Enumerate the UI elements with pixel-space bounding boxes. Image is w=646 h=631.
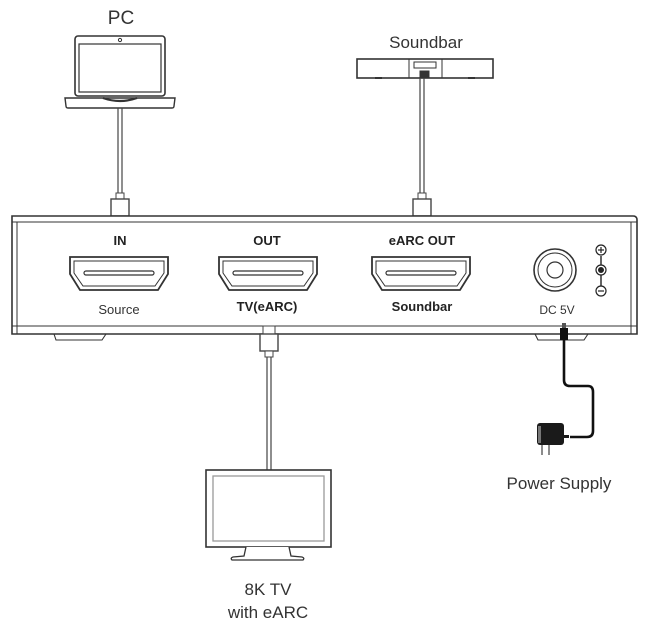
port-in-label: IN xyxy=(114,233,127,248)
soundbar-icon xyxy=(356,58,494,79)
port-out-sublabel: TV(eARC) xyxy=(237,299,298,314)
tv-icon xyxy=(205,469,332,561)
hdmi-port-earc-out[interactable] xyxy=(371,256,471,291)
tv-label-line1: 8K TV xyxy=(245,580,293,599)
power-adapter-icon xyxy=(537,423,569,455)
pc-label: PC xyxy=(108,8,134,29)
pc-hdmi-cable xyxy=(110,108,130,225)
power-supply-label: Power Supply xyxy=(507,474,612,493)
soundbar-hdmi-cable xyxy=(412,78,432,225)
port-earc-out-label: eARC OUT xyxy=(389,233,456,248)
dc-5v-label: DC 5V xyxy=(539,303,574,317)
extractor-unit xyxy=(11,215,638,341)
dc-power-jack[interactable] xyxy=(533,248,577,292)
port-in-sublabel: Source xyxy=(98,302,139,317)
polarity-icon xyxy=(595,244,607,297)
hdmi-port-in[interactable] xyxy=(69,256,169,291)
tv-label-line2: with eARC xyxy=(227,603,308,622)
tv-hdmi-cable xyxy=(259,325,279,470)
port-earc-sublabel: Soundbar xyxy=(392,299,453,314)
port-out-label: OUT xyxy=(253,233,281,248)
laptop-icon xyxy=(64,35,176,109)
power-cable xyxy=(560,323,595,439)
soundbar-label: Soundbar xyxy=(389,33,463,52)
hdmi-port-out[interactable] xyxy=(218,256,318,291)
